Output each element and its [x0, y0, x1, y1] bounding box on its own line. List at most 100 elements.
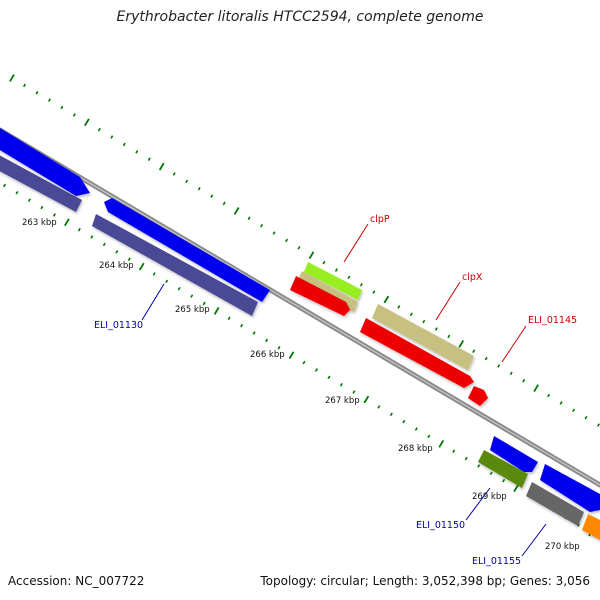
inner-ruler-minor-tick: [102, 242, 106, 247]
backbone: [0, 127, 600, 488]
inner-ruler-major-tick: [138, 262, 145, 271]
inner-ruler-minor-tick: [240, 323, 244, 328]
outer-ruler-minor-tick: [397, 305, 401, 309]
inner-ruler-minor-tick: [27, 198, 31, 202]
inner-ruler-minor-tick: [77, 227, 81, 232]
tick-label-268: 268 kbp: [398, 444, 433, 454]
outer-ruler-minor-tick: [472, 349, 476, 353]
outer-ruler-minor-tick: [247, 216, 251, 221]
outer-ruler-minor-tick: [60, 105, 64, 110]
inner-ruler-minor-tick: [389, 412, 393, 417]
outer-ruler-minor-tick: [285, 238, 289, 243]
inner-ruler-minor-tick: [427, 434, 431, 439]
outer-ruler-minor-tick: [147, 157, 151, 161]
inner-ruler-minor-tick: [339, 382, 343, 387]
outer-ruler-major-tick: [458, 339, 465, 348]
outer-ruler-minor-tick: [122, 142, 126, 147]
inner-ruler-minor-tick: [314, 368, 318, 372]
inner-ruler-minor-tick: [502, 478, 506, 483]
label-clpX: clpX: [462, 272, 483, 283]
outer-ruler-minor-tick: [372, 290, 376, 294]
inner-ruler-minor-tick: [177, 286, 181, 291]
outer-ruler-minor-tick: [572, 408, 576, 413]
tick-label-270: 270 kbp: [545, 542, 580, 552]
inner-ruler-major-tick: [64, 218, 70, 227]
gene-forward-blue-3[interactable]: [490, 436, 538, 472]
outer-ruler-minor-tick: [23, 83, 26, 88]
gene-labels: clpP clpX ELI_01145 ELI_01130 ELI_01150 …: [94, 214, 577, 567]
outer-ruler-minor-tick: [185, 179, 189, 184]
outer-ruler-minor-tick: [522, 378, 526, 383]
inner-ruler-major-tick: [363, 395, 370, 404]
outer-ruler: [9, 74, 600, 427]
inner-ruler-major-tick: [438, 439, 445, 448]
inner-ruler-minor-tick: [302, 360, 306, 365]
gene-reverse-red-2[interactable]: [360, 318, 474, 388]
gene-reverse-orange[interactable]: [582, 514, 600, 540]
topology-summary: Topology: circular; Length: 3,052,398 bp…: [260, 574, 590, 588]
gene-clpP[interactable]: [304, 262, 362, 300]
gene-forward-blue-1[interactable]: [0, 122, 90, 196]
inner-ruler-minor-tick: [277, 346, 281, 350]
outer-ruler-minor-tick: [347, 275, 351, 280]
gene-reverse-purple-1[interactable]: [0, 150, 82, 212]
accession-text: Accession: NC_007722: [8, 574, 145, 588]
outer-ruler-minor-tick: [484, 356, 488, 361]
inner-ruler-minor-tick: [52, 213, 56, 217]
label-ELI_01130: ELI_01130: [94, 320, 143, 331]
outer-ruler-minor-tick: [297, 246, 301, 250]
outer-ruler-minor-tick: [260, 223, 264, 228]
tick-label-264: 264 kbp: [99, 261, 134, 271]
outer-ruler-minor-tick: [72, 113, 76, 117]
outer-ruler-minor-tick: [447, 334, 451, 339]
gene-ELI_01150[interactable]: [478, 450, 528, 488]
inner-ruler-minor-tick: [152, 272, 156, 276]
tick-label-265: 265 kbp: [175, 305, 210, 315]
inner-ruler-minor-tick: [402, 419, 406, 424]
outer-ruler-minor-tick: [322, 260, 326, 265]
gene-reverse-purple-2[interactable]: [92, 214, 258, 316]
label-clpP: clpP: [370, 214, 390, 225]
gene-ELI_01145[interactable]: [468, 386, 488, 406]
outer-ruler-minor-tick: [434, 327, 438, 331]
outer-ruler-major-tick: [9, 74, 15, 82]
label-ELI_01150: ELI_01150: [416, 520, 465, 531]
gene-clpX[interactable]: [372, 304, 474, 370]
inner-ruler-major-tick: [513, 484, 519, 493]
tick-label-269: 269 kbp: [472, 492, 507, 502]
inner-ruler-minor-tick: [377, 405, 381, 409]
inner-ruler-minor-tick: [477, 464, 481, 468]
outer-ruler-minor-tick: [197, 186, 201, 191]
inner-ruler-minor-tick: [489, 471, 493, 476]
inner-ruler-minor-tick: [127, 257, 131, 261]
inner-ruler-minor-tick: [414, 427, 418, 431]
tick-label-263: 263 kbp: [22, 218, 57, 228]
forward-genes: [0, 122, 600, 512]
tick-label-266: 266 kbp: [250, 350, 285, 360]
inner-ruler-minor-tick: [40, 205, 44, 210]
outer-ruler-minor-tick: [497, 364, 501, 368]
inner-ruler-major-tick: [288, 351, 295, 360]
outer-ruler-minor-tick: [110, 135, 114, 139]
outer-ruler-major-tick: [158, 162, 165, 171]
outer-ruler-minor-tick: [509, 371, 513, 376]
inner-ruler-minor-tick: [327, 375, 331, 380]
inner-ruler-minor-tick: [464, 456, 468, 461]
leader-lines: [141, 223, 547, 557]
inner-ruler-minor-tick: [115, 250, 119, 254]
gene-reverse-red-1[interactable]: [290, 276, 350, 316]
inner-ruler-minor-tick: [352, 390, 356, 394]
inner-ruler-major-tick: [213, 307, 220, 315]
outer-ruler-minor-tick: [334, 268, 338, 272]
outer-ruler-major-tick: [84, 118, 90, 127]
outer-ruler-minor-tick: [222, 201, 226, 206]
gene-ELI_01155[interactable]: [526, 482, 584, 526]
inner-ruler-minor-tick: [90, 235, 94, 239]
gene-forward-blue-2[interactable]: [104, 198, 270, 302]
label-ELI_01145: ELI_01145: [528, 315, 577, 326]
outer-ruler-major-tick: [383, 295, 390, 304]
gene-forward-blue-4[interactable]: [540, 464, 600, 512]
outer-ruler-minor-tick: [172, 172, 176, 176]
inner-ruler-minor-tick: [252, 331, 256, 335]
